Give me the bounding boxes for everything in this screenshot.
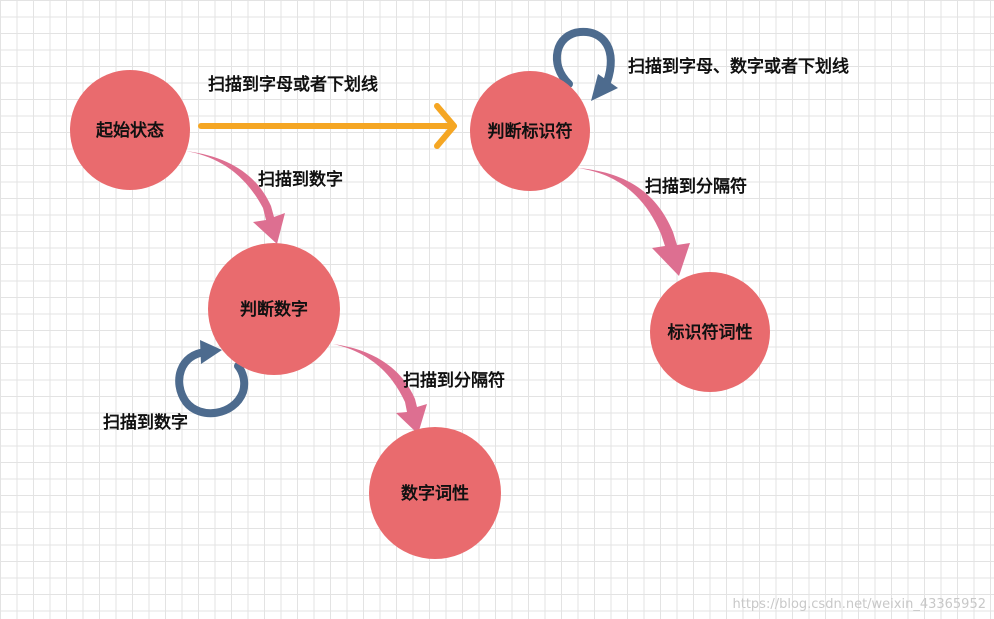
watermark-text: https://blog.csdn.net/weixin_43365952: [732, 597, 986, 612]
node-start-label: 起始状态: [95, 120, 164, 141]
loop-arrow-identifier: [552, 27, 618, 101]
edge-label-identifier-self-loop: 扫描到字母、数字或者下划线: [628, 56, 849, 77]
arrow-start-to-identifier: [198, 103, 457, 149]
node-start: 起始状态: [70, 70, 190, 190]
edge-label-number-self-loop: 扫描到数字: [103, 412, 188, 433]
loop-arrow-number: [175, 340, 249, 418]
node-identifier-token: 标识符词性: [650, 272, 770, 392]
node-judge-number: 判断数字: [208, 243, 340, 375]
edge-label-number-to-token: 扫描到分隔符: [403, 370, 505, 391]
node-judge-identifier: 判断标识符: [470, 71, 590, 191]
edge-label-start-to-identifier: 扫描到字母或者下划线: [208, 74, 378, 95]
arrow-start-to-number: [186, 151, 285, 244]
arrow-identifier-to-token: [578, 168, 690, 276]
arrow-number-to-token: [333, 344, 427, 434]
node-judge-number-label: 判断数字: [240, 299, 308, 320]
node-number-token: 数字词性: [369, 427, 501, 559]
node-number-token-label: 数字词性: [401, 483, 469, 504]
node-judge-identifier-label: 判断标识符: [488, 121, 573, 142]
edge-label-identifier-to-token: 扫描到分隔符: [645, 176, 747, 197]
node-identifier-token-label: 标识符词性: [668, 322, 753, 343]
edge-label-start-to-number: 扫描到数字: [258, 169, 343, 190]
